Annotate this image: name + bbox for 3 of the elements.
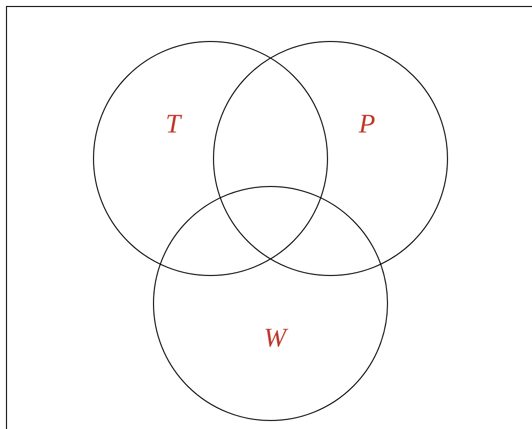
set-label: W (264, 324, 286, 352)
set-label: T (165, 110, 181, 138)
set-label: P (358, 110, 376, 138)
